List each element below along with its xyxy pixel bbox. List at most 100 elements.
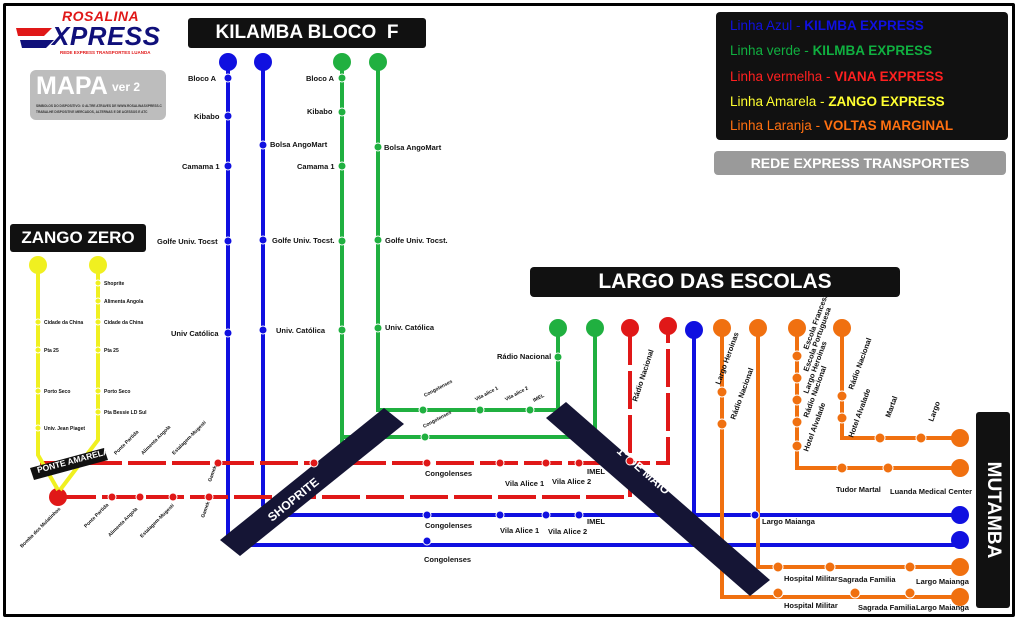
map-version: ver 2: [112, 80, 141, 94]
map-title: MAPA: [36, 72, 108, 100]
terminal-green-3[interactable]: [549, 319, 567, 337]
station-label: Bloco A: [188, 74, 217, 83]
station-label: Vila alice 2: [504, 385, 530, 402]
station-label: Bolsa AngoMart: [270, 140, 328, 149]
legend-name: VIANA EXPRESS: [834, 69, 944, 84]
terminal-orange-1[interactable]: [713, 319, 731, 337]
terminal-orange-mutamba-1[interactable]: [951, 429, 969, 447]
station-label: Rádio Nacional: [728, 367, 755, 421]
legend-name: KILMBA EXPRESS: [812, 43, 933, 58]
station-label: Tudor Martal: [836, 485, 881, 494]
terminal-orange-mutamba-2[interactable]: [951, 459, 969, 477]
station-label: Martal: [883, 395, 899, 419]
legend-item: Linha Amarela - ZANGO EXPRESS: [730, 94, 945, 109]
mutamba-label: MUTAMBA: [983, 461, 1004, 559]
station-label: Pta Bessie LD Sul: [104, 410, 147, 416]
terminal-green-1[interactable]: [333, 53, 351, 71]
station-label: Congolenses: [425, 521, 472, 530]
station-label: Bomba dos Mulatinhos: [19, 506, 62, 549]
terminal-yellow-2[interactable]: [89, 256, 107, 274]
terminal-blue-2[interactable]: [254, 53, 272, 71]
station-label: Rádio Nacional: [846, 337, 873, 391]
terminal-blue-mutamba-2[interactable]: [951, 531, 969, 549]
station-label: Congolenses: [424, 555, 471, 564]
station-label: IMEL: [587, 517, 605, 526]
station-label: Alimenta Angola: [104, 299, 143, 305]
station-label: IMEL: [587, 467, 605, 476]
station-label: Kibabo: [194, 112, 220, 121]
station-label: Cidade da China: [104, 320, 143, 326]
station-label: Univ. Jean Piaget: [44, 426, 85, 432]
station-label: Golfe Univ. Tocst.: [385, 236, 448, 245]
station-label: IMEL: [532, 393, 545, 404]
terminal-red-2[interactable]: [659, 317, 677, 335]
terminal-orange-2[interactable]: [749, 319, 767, 337]
station-label: Univ. Católica: [385, 323, 435, 332]
station-label: Golfe Univ. Tocst: [157, 237, 218, 246]
terminal-green-2[interactable]: [369, 53, 387, 71]
terminal-blue-3[interactable]: [685, 321, 703, 339]
legend-name: KILMBA EXPRESS: [804, 18, 924, 33]
terminal-blue-1[interactable]: [219, 53, 237, 71]
legend-item: Linha vermelha - VIANA EXPRESS: [730, 69, 943, 84]
station-label: Hospital Militar: [784, 601, 838, 610]
station-label: Porto Seco: [44, 389, 70, 395]
station-label: Estalagem-Mugesti: [139, 503, 176, 540]
terminal-orange-mutamba-4[interactable]: [951, 588, 969, 606]
largo-terminal-banner: LARGO DAS ESCOLAS: [530, 267, 900, 297]
station-label: Ponte Partida: [83, 502, 110, 529]
mutamba-terminal-banner: MUTAMBA: [976, 412, 1010, 608]
legend-prefix: Linha vermelha -: [730, 69, 835, 84]
station-label: Univ Católica: [171, 329, 219, 338]
terminal-red-bomba[interactable]: [49, 488, 67, 506]
station-label: Sagrada Familia: [858, 603, 916, 612]
terminal-red-1[interactable]: [621, 319, 639, 337]
orange-line: [720, 328, 960, 599]
map-note-1: SIMBOLOS DO DISPOSITIVO: O ALTRE ATRAVES…: [36, 104, 162, 108]
terminal-orange-4[interactable]: [833, 319, 851, 337]
station-label: Vila Alice 2: [548, 527, 587, 536]
legend-prefix: Linha Amarela -: [730, 94, 829, 109]
station-label: Vila Alice 1: [505, 479, 544, 488]
station-label: Largo: [926, 400, 942, 423]
legend-prefix: Linha Azul -: [730, 18, 805, 33]
station-label: Gamek: [200, 501, 211, 519]
station-label: Hotel Alvalade: [846, 387, 872, 438]
station-label: Sagrada Familia: [838, 575, 896, 584]
station-label: Bloco A: [306, 74, 335, 83]
station-label: Congolenses: [425, 469, 472, 478]
station-label: Largo Maianga: [916, 577, 970, 586]
station-label: Alimenta Angola: [140, 424, 172, 456]
station-label: Univ. Católica: [276, 326, 326, 335]
station-label: Bolsa AngoMart: [384, 143, 442, 152]
red-line: [40, 328, 670, 499]
zango-terminal-banner: ZANGO ZERO: [10, 224, 146, 252]
terminal-blue-mutamba-1[interactable]: [951, 506, 969, 524]
station-label: Camama 1: [182, 162, 220, 171]
station-label: Ponte Partida: [113, 429, 140, 456]
map-version-badge: MAPA ver 2 SIMBOLOS DO DISPOSITIVO: O AL…: [30, 70, 166, 120]
station-label: Pta 25: [104, 348, 119, 354]
brand-logo: ROSALINA XPRESS REDE EXPRESS TRANSPORTES…: [14, 8, 164, 58]
terminal-orange-3[interactable]: [788, 319, 806, 337]
station-label: Alimenta Angola: [107, 506, 139, 538]
brand-swoosh-icon: [16, 28, 54, 48]
brand-tagline: REDE EXPRESS TRANSPORTES LUANDA: [60, 50, 151, 55]
legend-item: Linha Laranja - VOLTAS MARGINAL: [730, 118, 953, 133]
station-label: Vila Alice 2: [552, 477, 591, 486]
brand-name: ROSALINA: [62, 8, 140, 24]
station-label: Rádio Nacional: [497, 352, 551, 361]
map-frame: [3, 3, 1015, 617]
station-label: Vila alice 1: [474, 385, 500, 402]
terminal-orange-mutamba-3[interactable]: [951, 558, 969, 576]
station-label: Estalagem-Mugesti: [171, 420, 208, 457]
terminal-green-4[interactable]: [586, 319, 604, 337]
terminal-yellow-1[interactable]: [29, 256, 47, 274]
station-label: Largo Heroinas: [713, 331, 740, 386]
legend-prefix: Linha verde -: [730, 43, 813, 58]
station-label: Pta 25: [44, 348, 59, 354]
station-label: Cidade da China: [44, 320, 83, 326]
network-label: REDE EXPRESS TRANSPORTES: [714, 151, 1006, 175]
legend-item: Linha Azul - KILMBA EXPRESS: [730, 18, 924, 33]
